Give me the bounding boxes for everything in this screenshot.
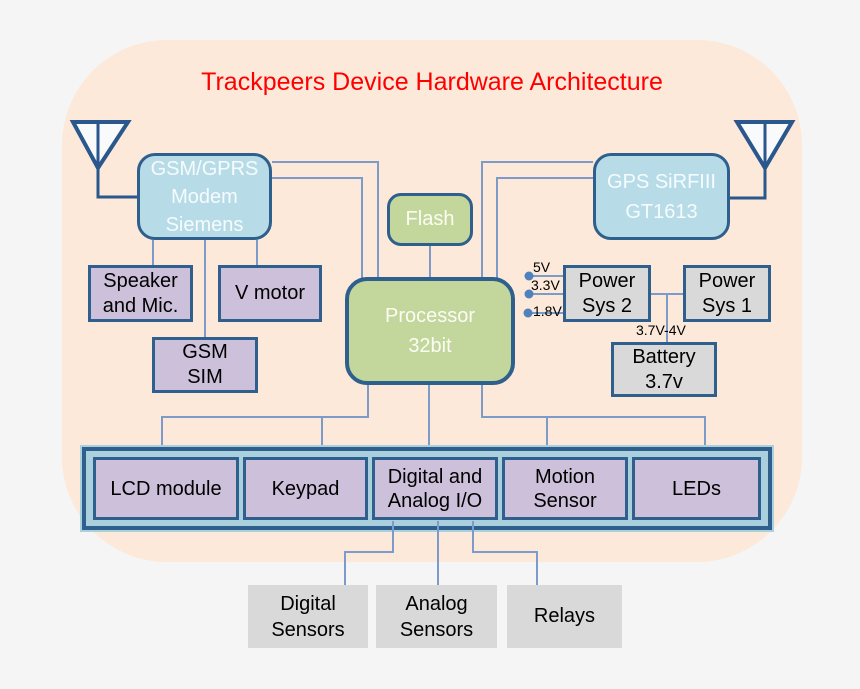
v-motor-block: V motor [218,265,322,322]
antenna-icon-left [69,120,137,199]
voltage-label-5v: 5V [533,259,551,275]
gps-label: GT1613 [625,200,698,223]
motion-sensor-label: Motion [534,465,596,488]
relays-label: Relays [533,605,596,627]
gsm-sim-block: GSM SIM [152,337,258,393]
processor-label: Processor [384,305,476,327]
gsm-modem-label: GSM/GPRS [150,157,259,180]
processor-label: 32bit [408,335,452,357]
power-sys2-label: Power [578,269,636,292]
gsm-sim-label: SIM [187,366,223,388]
battery-block: Battery 3.7v [611,342,717,397]
digital-analog-io-label: Analog I/O [387,489,483,512]
antenna-icon-right [730,120,796,200]
battery-label: Battery [632,345,696,368]
gps-block: GPS SiRFIII GT1613 [593,153,730,240]
page-title: Trackpeers Device Hardware Architecture [201,68,663,96]
motion-sensor-label: Sensor [533,489,597,512]
flash-block: Flash [387,193,473,246]
gsm-sim-label: GSM [182,341,228,363]
lcd-module-label: LCD module [110,477,222,500]
relays-block: Relays [507,585,622,648]
keypad-label: Keypad [271,477,340,500]
speaker-mic-label: and Mic. [102,294,179,317]
analog-sensors-label: Sensors [399,618,474,641]
speaker-mic-label: Speaker [103,269,178,292]
leds-block: LEDs [632,457,761,520]
v-motor-label: V motor [234,282,306,304]
digital-sensors-label: Digital [280,592,336,615]
gsm-modem-label: Modem [171,185,238,208]
processor-radio-links [272,161,593,278]
power-sys1-label: Power [698,269,756,292]
gps-label: GPS SiRFIII [607,170,716,193]
power-sys1-block: Power Sys 1 [683,265,771,322]
digital-analog-io-block: Digital and Analog I/O [372,457,498,520]
battery-label: 3.7v [645,370,683,393]
power-sys1-label: Sys 1 [701,294,753,317]
analog-sensors-label: Analog [405,592,468,615]
analog-sensors-block: Analog Sensors [376,585,497,648]
flash-label: Flash [405,208,455,230]
voltage-label-3v3: 3.3V [531,277,560,293]
leds-label: LEDs [672,477,721,500]
gsm-modem-block: GSM/GPRS Modem Siemens [137,153,272,240]
power-sys2-block: Power Sys 2 [563,265,651,322]
voltage-dots [523,271,534,318]
voltage-label-1v8: 1.8V [533,303,562,319]
power-rail-lines [528,275,683,342]
processor-block: Processor 32bit [345,277,515,385]
digital-analog-io-label: Digital and [387,465,483,488]
processor-bus-links [161,385,706,450]
motion-sensor-block: Motion Sensor [502,457,628,520]
battery-range-label: 3.7V-4V [636,322,686,338]
lcd-module-block: LCD module [93,457,239,520]
gsm-modem-label: Siemens [165,213,244,236]
power-sys2-label: Sys 2 [581,294,633,317]
digital-sensors-block: Digital Sensors [248,585,368,648]
modem-peripheral-links [152,240,258,337]
digital-sensors-label: Sensors [271,618,345,641]
peripheral-bus-panel: LCD module Keypad Digital and Analog I/O… [80,445,774,532]
keypad-block: Keypad [243,457,368,520]
speaker-mic-block: Speaker and Mic. [88,265,193,322]
